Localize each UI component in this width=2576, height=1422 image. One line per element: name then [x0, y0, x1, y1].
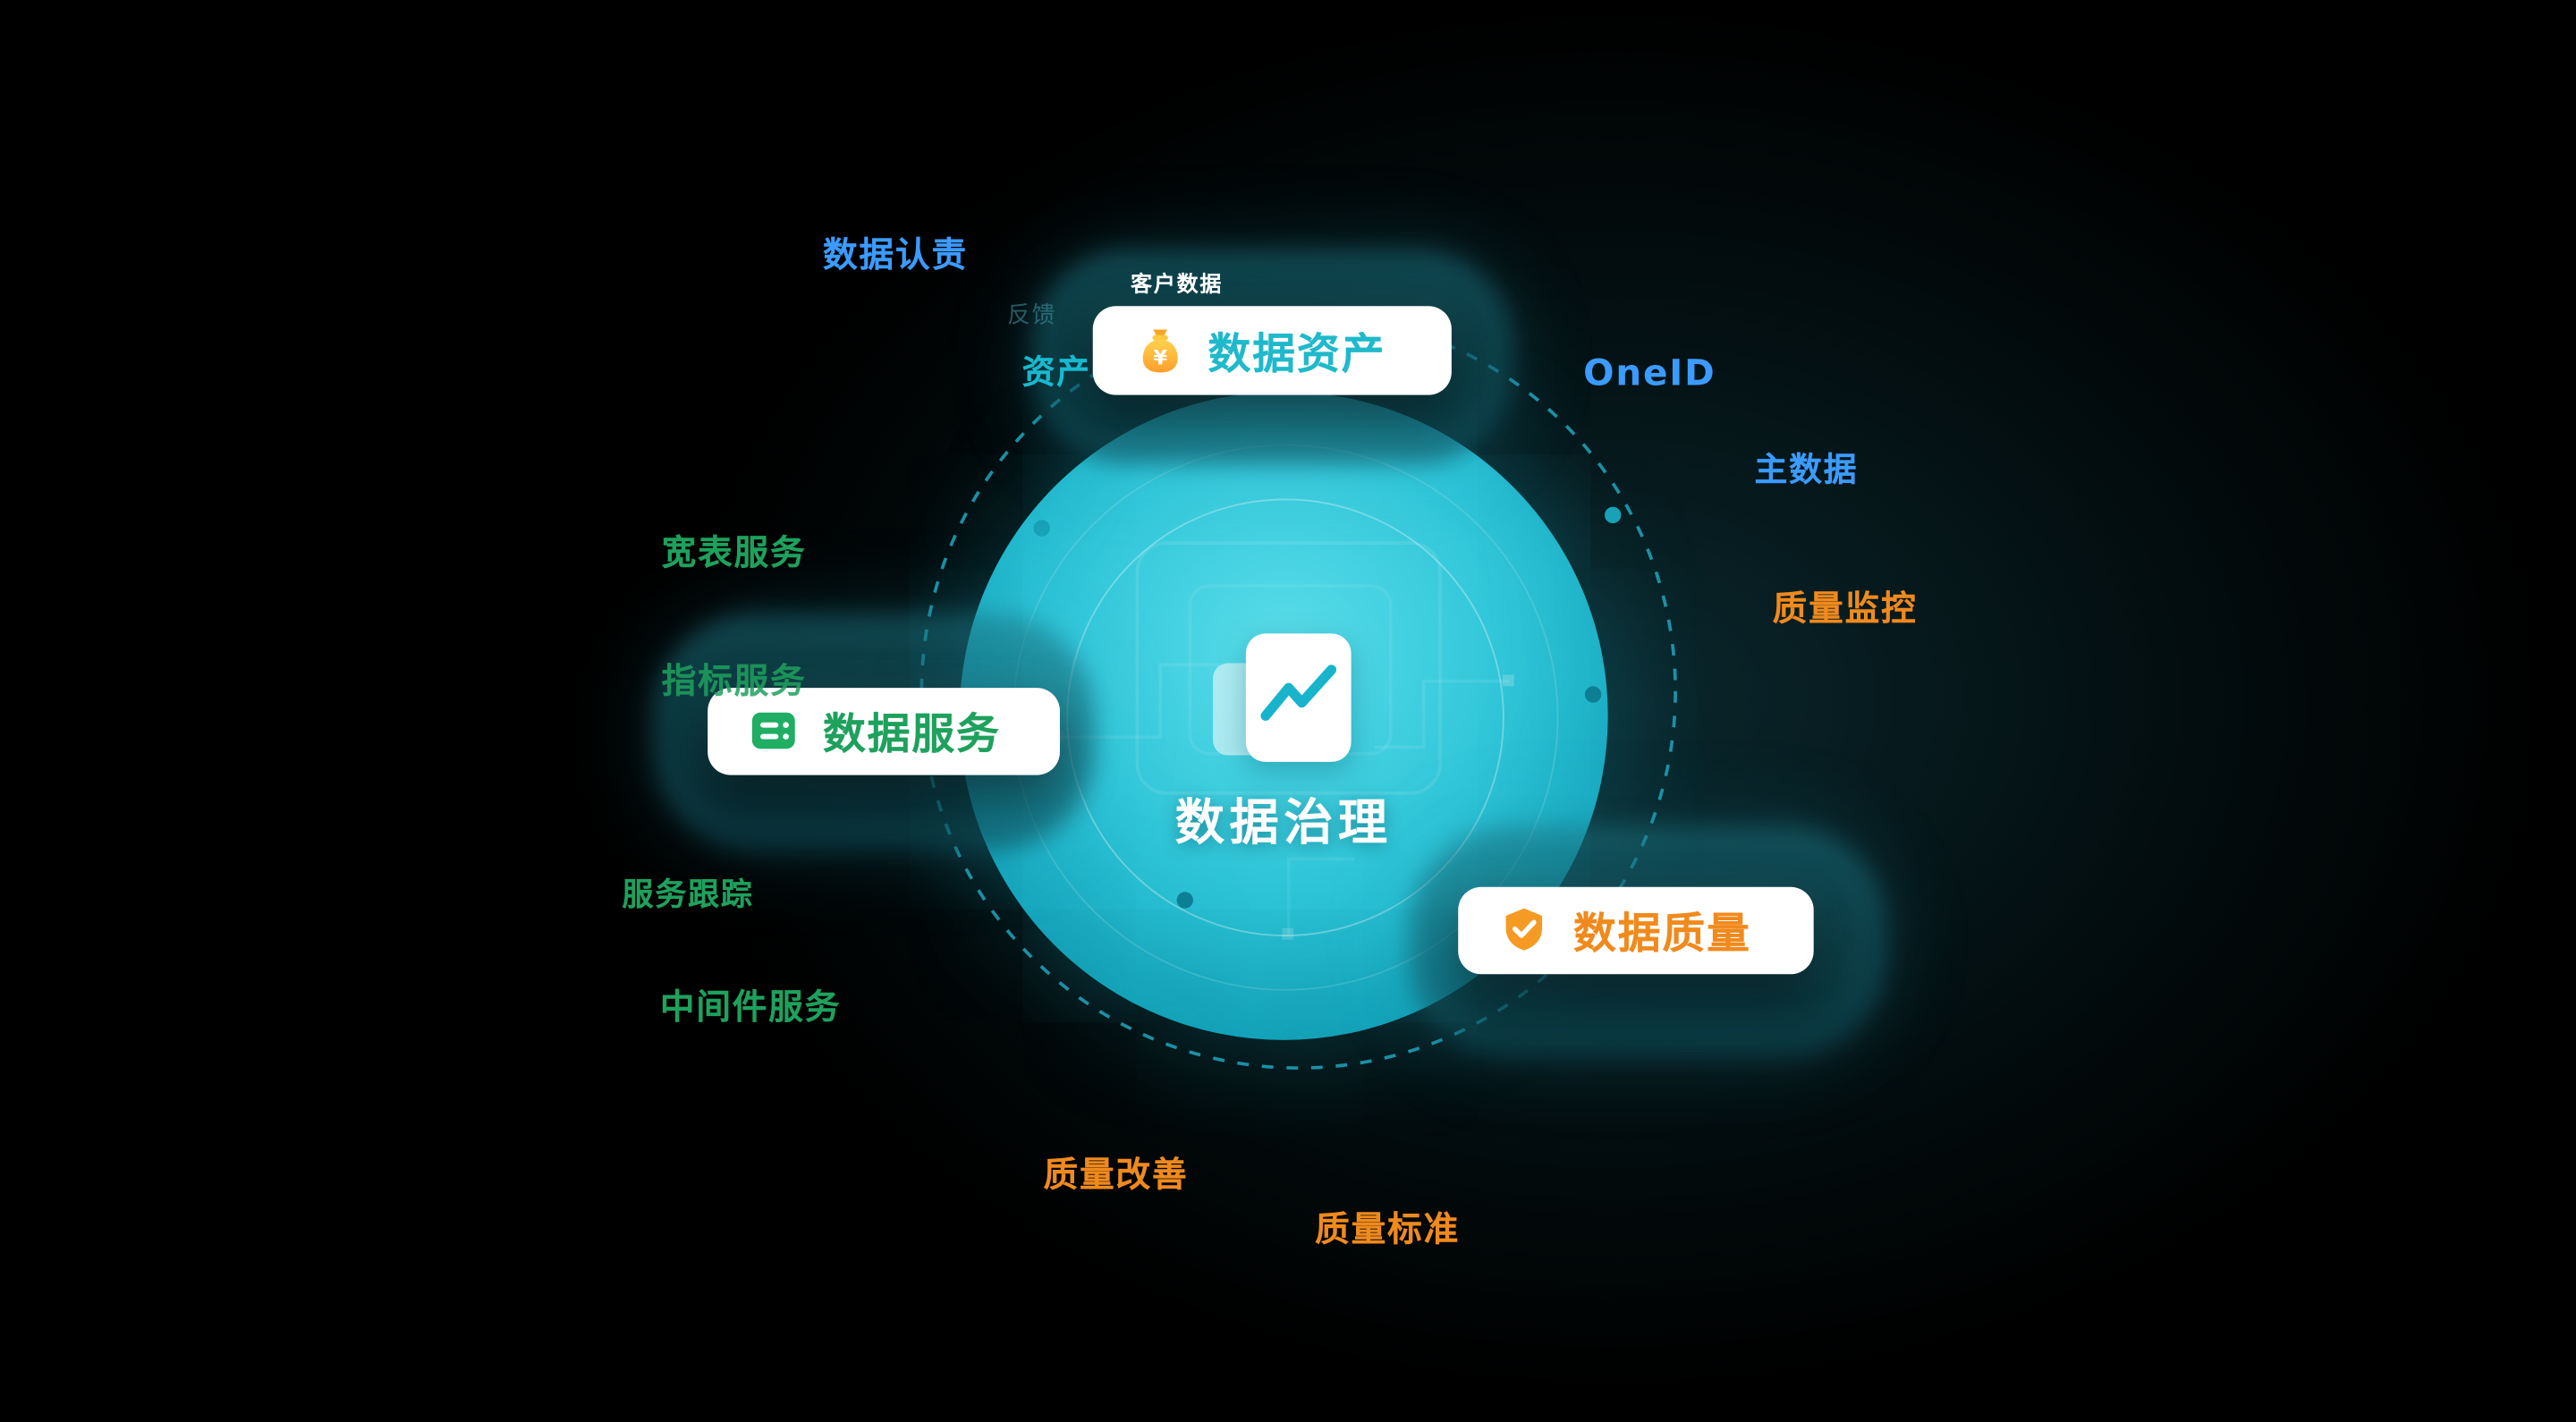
label-quality-improvement: 质量改善: [1043, 1155, 1189, 1195]
server-stack-icon: [747, 704, 803, 760]
card-label-data-assets: 数据资产: [1208, 329, 1386, 380]
shield-check-icon: [1497, 902, 1554, 959]
label-oneid: OneID: [1583, 353, 1716, 395]
orbit-dot: [1584, 686, 1602, 703]
card-data-services: 数据服务: [708, 688, 1060, 775]
card-data-assets: ¥ 数据资产: [1092, 306, 1452, 395]
label-service-tracking: 服务跟踪: [622, 876, 754, 914]
label-metric-service: 指标服务: [661, 661, 807, 701]
label-feedback: 反馈: [1007, 302, 1057, 329]
orbit-dot: [1033, 520, 1050, 537]
card-label-data-services: 数据服务: [823, 710, 1001, 761]
label-quality-standard: 质量标准: [1315, 1209, 1461, 1249]
label-wide-table-service: 宽表服务: [661, 533, 807, 573]
orbit-dot: [1605, 506, 1622, 524]
center-title: 数据治理: [1174, 794, 1393, 853]
document-trend-icon: [1245, 633, 1352, 762]
label-customer-data: 客户数据: [1131, 273, 1224, 299]
label-master-data: 主数据: [1754, 449, 1859, 489]
label-asset: 资产: [1021, 351, 1091, 392]
label-data-responsibility: 数据认责: [823, 235, 968, 275]
card-label-data-quality: 数据质量: [1573, 910, 1751, 960]
orbit-dashed-circle: [919, 312, 1677, 1071]
card-data-quality: 数据质量: [1458, 886, 1814, 975]
svg-text:¥: ¥: [1153, 347, 1167, 370]
money-bag-icon: ¥: [1132, 323, 1189, 379]
label-quality-monitoring: 质量监控: [1772, 588, 1918, 629]
label-middleware-service: 中间件服务: [659, 987, 842, 1028]
orbit-dot: [1176, 892, 1193, 909]
